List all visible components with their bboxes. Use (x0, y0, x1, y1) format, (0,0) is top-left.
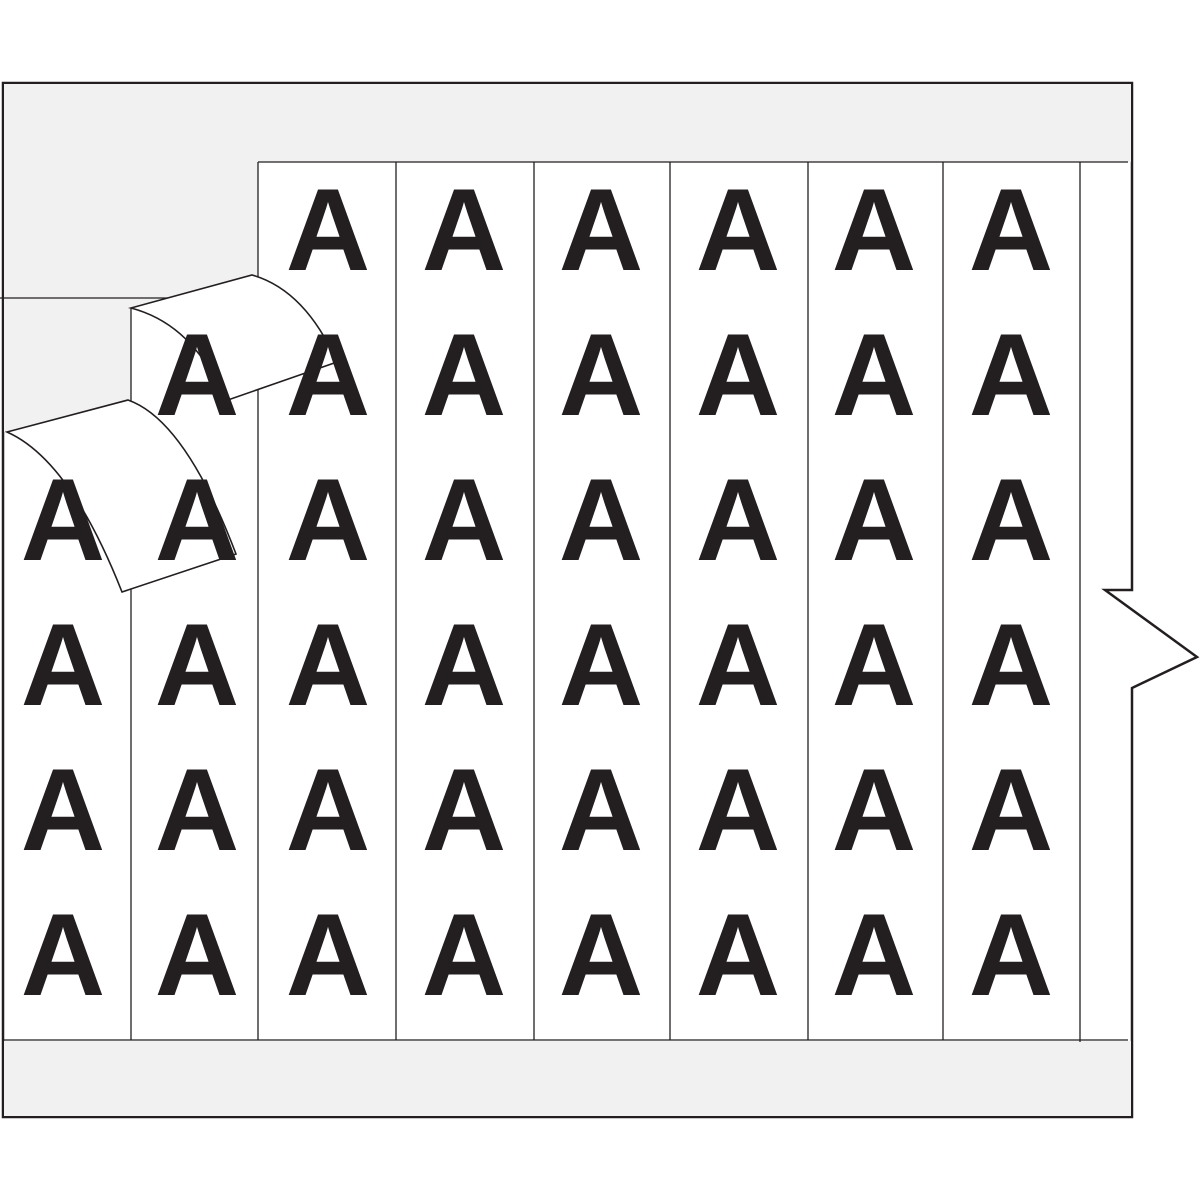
peeled-label[interactable] (127, 274, 339, 403)
label-letter: A (21, 599, 106, 730)
label-letter: A (832, 309, 917, 440)
label-letter: A (286, 454, 371, 585)
label-letter: A (696, 164, 781, 295)
label-letter: A (155, 744, 240, 875)
label-letter: A (559, 454, 644, 585)
label-letter: A (969, 309, 1054, 440)
label-letter: A (422, 599, 507, 730)
label-letter: A (559, 309, 644, 440)
label-letter: A (21, 454, 106, 585)
label-letter: A (422, 309, 507, 440)
label-letter: A (832, 889, 917, 1020)
label-letter: A (559, 164, 644, 295)
label-letter: A (422, 454, 507, 585)
label-letter: A (969, 164, 1054, 295)
label-letter: A (832, 744, 917, 875)
label-letter: A (286, 164, 371, 295)
label-letter: A (832, 454, 917, 585)
label-letter: A (286, 599, 371, 730)
label-letter: A (422, 164, 507, 295)
label-letter: A (21, 889, 106, 1020)
label-grid (3, 161, 1128, 1042)
label-letter: A (832, 164, 917, 295)
label-letter: A (422, 889, 507, 1020)
label-letter: A (155, 889, 240, 1020)
label-letter: A (286, 889, 371, 1020)
label-letter: A (155, 599, 240, 730)
label-letter: A (155, 454, 240, 585)
label-letter: A (696, 599, 781, 730)
peeled-label[interactable] (4, 399, 238, 593)
label-letter: A (155, 309, 240, 440)
peeled-labels (4, 274, 339, 593)
label-letter: A (286, 744, 371, 875)
label-letter: A (832, 599, 917, 730)
label-letter: A (559, 889, 644, 1020)
label-letter: A (696, 744, 781, 875)
label-letter: A (969, 599, 1054, 730)
label-letter: A (969, 744, 1054, 875)
label-letter: A (969, 454, 1054, 585)
label-letter: A (696, 454, 781, 585)
label-letter: A (696, 309, 781, 440)
liner-bottom-band (4, 1041, 1131, 1116)
label-letter: A (21, 744, 106, 875)
label-letter: A (696, 889, 781, 1020)
label-letter: A (969, 889, 1054, 1020)
label-letter: A (559, 744, 644, 875)
liner-left-area (4, 84, 258, 308)
label-letter: A (422, 744, 507, 875)
label-letter: A (286, 309, 371, 440)
label-letter: A (559, 599, 644, 730)
